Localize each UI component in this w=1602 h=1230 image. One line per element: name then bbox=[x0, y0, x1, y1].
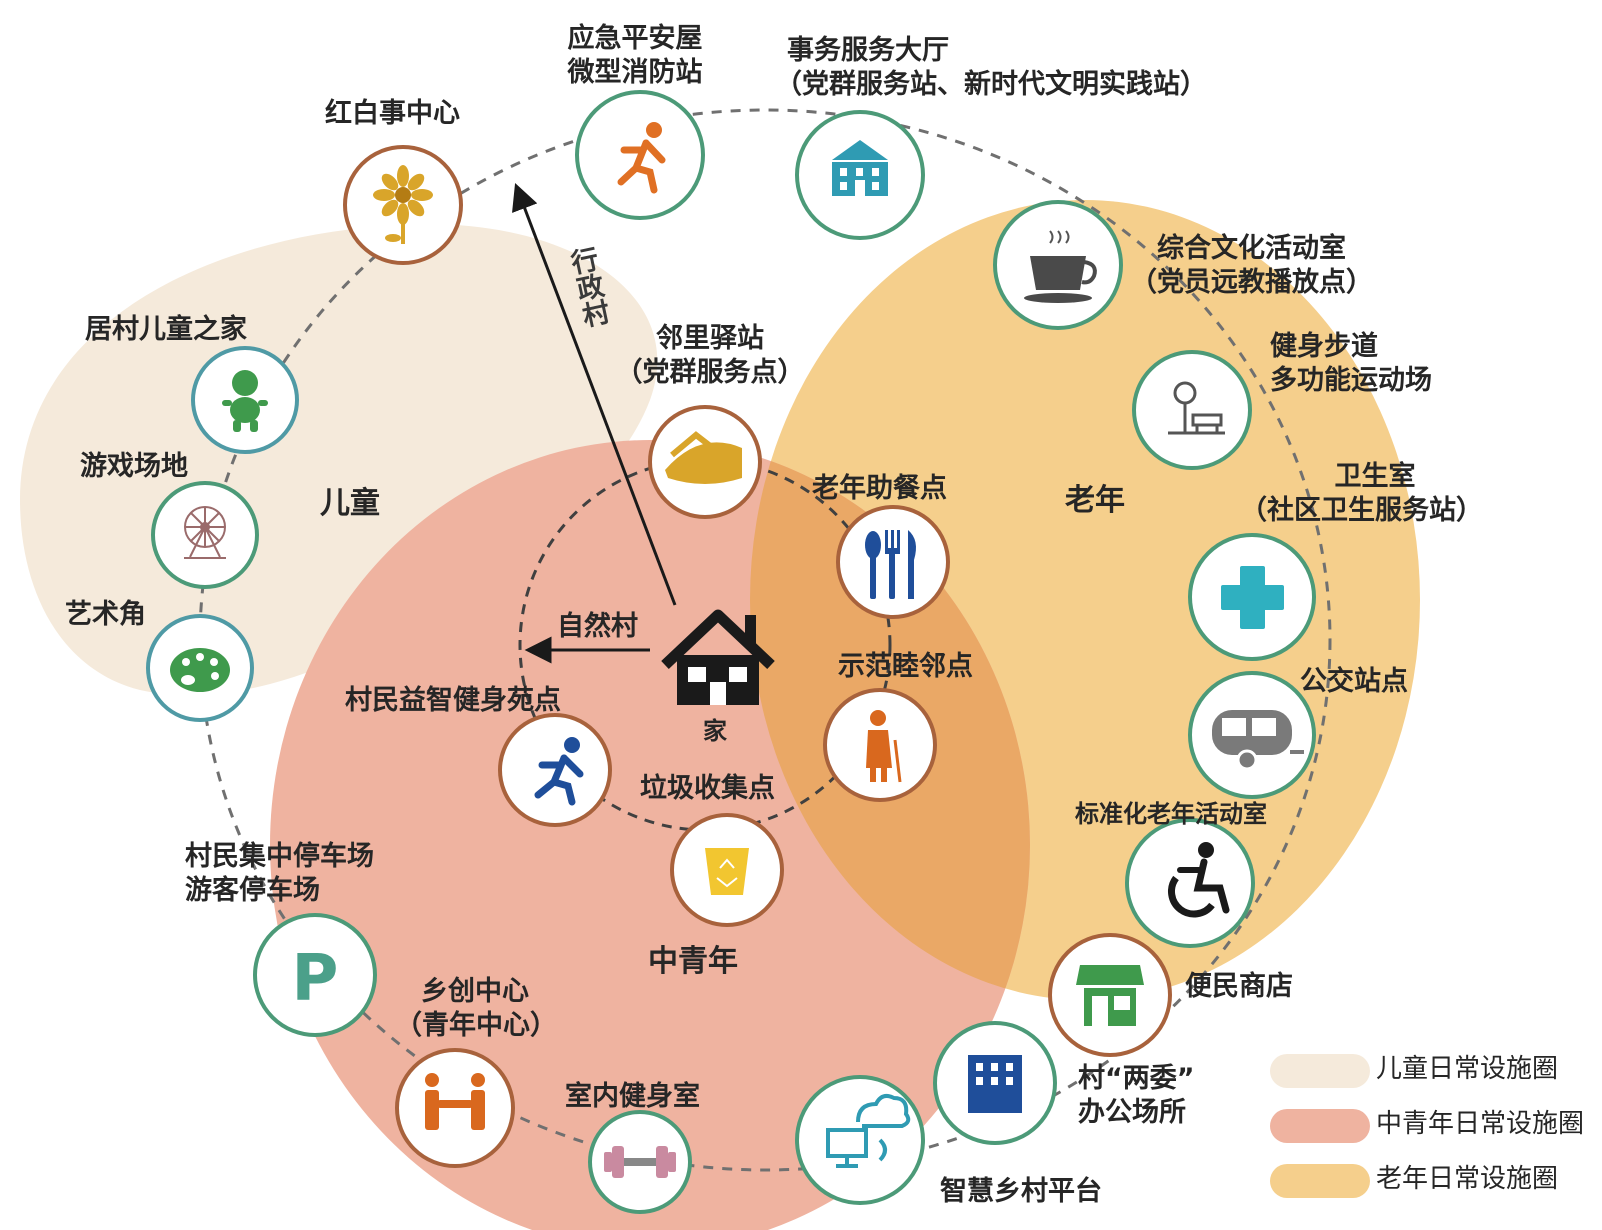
running-person-icon bbox=[617, 122, 666, 194]
baby-icon bbox=[222, 370, 268, 432]
legend-item-youth: 中青年日常设施圈 bbox=[1270, 1103, 1600, 1147]
parking-label: 村民集中停车场游客停车场 bbox=[185, 841, 374, 906]
elderly-activity-label: 标准化老年活动室 bbox=[1075, 800, 1267, 828]
medical-cross-icon bbox=[1221, 566, 1284, 629]
legend-label: 儿童日常设施圈 bbox=[1376, 1054, 1559, 1084]
legend-item-elderly: 老年日常设施圈 bbox=[1270, 1158, 1600, 1202]
garbage-node bbox=[670, 813, 784, 927]
elderly-person-icon bbox=[866, 710, 902, 783]
flower-icon bbox=[373, 165, 433, 244]
bus-stop-node bbox=[1188, 671, 1316, 799]
children-zone-label: 儿童 bbox=[320, 486, 380, 521]
model-neighbor-node bbox=[823, 688, 937, 802]
emergency-node bbox=[575, 90, 705, 220]
parking-node: P bbox=[253, 913, 377, 1037]
coffee-cup-icon bbox=[1024, 230, 1097, 303]
fitness-trail-node bbox=[1132, 350, 1252, 470]
elderly-zone-label: 老年 bbox=[1065, 483, 1125, 518]
legend-swatch bbox=[1270, 1164, 1370, 1198]
wheelchair-icon bbox=[1168, 842, 1230, 918]
playground-label: 游戏场地 bbox=[80, 451, 188, 482]
natural-village-label: 自然村 bbox=[557, 611, 638, 642]
playground-node bbox=[151, 481, 259, 589]
office-building-icon bbox=[968, 1055, 1022, 1113]
art-corner-label: 艺术角 bbox=[65, 599, 146, 630]
service-hall-node bbox=[795, 110, 925, 240]
elderly-activity-node bbox=[1125, 818, 1255, 948]
building-icon bbox=[832, 140, 888, 196]
outer-dashed-ring bbox=[198, 108, 1332, 1172]
service-hall-label: 事务服务大厅（党群服务站、新时代文明实践站） bbox=[775, 35, 1207, 100]
legend-label: 老年日常设施圈 bbox=[1376, 1164, 1559, 1194]
committees-node bbox=[933, 1021, 1057, 1145]
children-home-node bbox=[191, 346, 299, 454]
home-label: 家 bbox=[703, 717, 727, 745]
indoor-gym-node bbox=[588, 1110, 692, 1214]
fitness-park-label: 村民益智健身苑点 bbox=[345, 685, 561, 716]
cloud-computer-icon bbox=[826, 1094, 911, 1168]
bus-icon bbox=[1212, 710, 1304, 771]
weddings-node bbox=[343, 145, 463, 265]
smart-platform-label: 智慧乡村平台 bbox=[940, 1176, 1102, 1207]
house-icon bbox=[665, 431, 742, 484]
indoor-gym-label: 室内健身室 bbox=[565, 1081, 700, 1112]
culture-room-node bbox=[993, 200, 1123, 330]
admin-village-arrow bbox=[512, 182, 677, 606]
youth-zone-label: 中青年 bbox=[648, 944, 738, 979]
bus-stop-label: 公交站点 bbox=[1300, 666, 1408, 697]
clinic-node bbox=[1188, 533, 1316, 661]
startup-center-label: 乡创中心（青年中心） bbox=[395, 976, 557, 1041]
recycle-bin-icon bbox=[705, 848, 749, 895]
elderly-meals-label: 老年助餐点 bbox=[812, 473, 947, 504]
committees-label: 村“两委”办公场所 bbox=[1078, 1063, 1195, 1128]
overlap-zone bbox=[750, 440, 1030, 1000]
legend-label: 中青年日常设施圈 bbox=[1376, 1109, 1585, 1139]
art-corner-node bbox=[146, 614, 254, 722]
cutlery-icon bbox=[865, 530, 916, 599]
culture-room-label: 综合文化活动室（党员远教播放点） bbox=[1130, 233, 1373, 298]
parking-icon: P bbox=[292, 942, 339, 1016]
children-home-label: 居村儿童之家 bbox=[85, 314, 247, 345]
convenience-store-node bbox=[1048, 933, 1172, 1057]
neighbor-station-label: 邻里驿站（党群服务点） bbox=[615, 323, 805, 388]
dumbbell-icon bbox=[604, 1146, 676, 1178]
garbage-label: 垃圾收集点 bbox=[640, 773, 775, 804]
legend-swatch bbox=[1270, 1109, 1370, 1143]
legend-item-children: 儿童日常设施圈 bbox=[1270, 1048, 1600, 1092]
weddings-label: 红白事中心 bbox=[325, 98, 460, 129]
ferris-wheel-icon bbox=[184, 506, 226, 559]
smart-platform-node bbox=[795, 1075, 925, 1205]
home-icon bbox=[661, 609, 775, 705]
fitness-trail-label: 健身步道多功能运动场 bbox=[1270, 331, 1432, 396]
handshake-icon bbox=[425, 1073, 485, 1130]
elderly-meals-node bbox=[836, 505, 950, 619]
neighbor-station-node bbox=[648, 405, 762, 519]
storefront-icon bbox=[1076, 965, 1144, 1026]
model-neighbor-label: 示范睦邻点 bbox=[838, 651, 973, 682]
clinic-label: 卫生室（社区卫生服务站） bbox=[1240, 461, 1483, 526]
running-person-icon bbox=[534, 737, 584, 806]
palette-icon bbox=[170, 648, 230, 692]
convenience-store-label: 便民商店 bbox=[1185, 971, 1293, 1002]
legend-swatch bbox=[1270, 1054, 1370, 1088]
park-bench-icon bbox=[1168, 381, 1225, 435]
fitness-park-node bbox=[498, 713, 612, 827]
emergency-label: 应急平安屋微型消防站 bbox=[567, 23, 703, 88]
startup-center-node bbox=[395, 1048, 515, 1168]
